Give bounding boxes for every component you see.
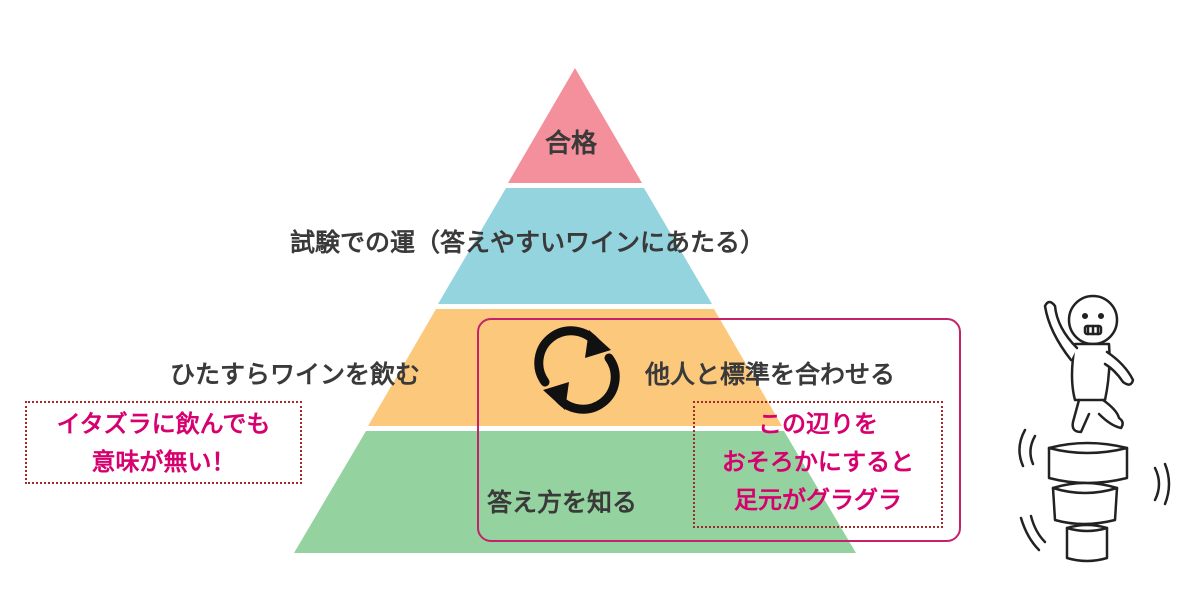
note-right-line-1: この辺りを [758, 410, 878, 438]
tier-top-label: 合格 [545, 129, 598, 159]
note-right-line-3: 足元がグラグラ [734, 486, 902, 514]
tier-4-label: 答え方を知る [487, 488, 638, 517]
pyramid-tier-4 [294, 431, 856, 553]
refresh-cycle-icon [534, 326, 620, 414]
tier-3-left-label: ひたすらワインを飲む [170, 360, 421, 389]
tier-3-right-label: 他人と標準を合わせる [645, 360, 896, 389]
note-right: この辺りを おそろかにすると 足元がグラグラ [693, 401, 943, 528]
highlight-box [477, 318, 961, 542]
note-left: イタズラに飲んでも 意味が無い！ [25, 401, 302, 484]
pyramid-tier-3 [368, 309, 782, 426]
note-left-line-2: 意味が無い！ [91, 448, 236, 476]
tier-2-label: 試験での運（答えやすいワインにあたる） [290, 228, 766, 257]
pyramid-tier-top [508, 68, 642, 183]
note-right-line-2: おそろかにすると [721, 448, 915, 476]
pyramid-tier-2 [438, 188, 712, 304]
wobbling-person-on-stack-icon [1018, 294, 1171, 563]
note-left-line-1: イタズラに飲んでも [56, 410, 271, 438]
